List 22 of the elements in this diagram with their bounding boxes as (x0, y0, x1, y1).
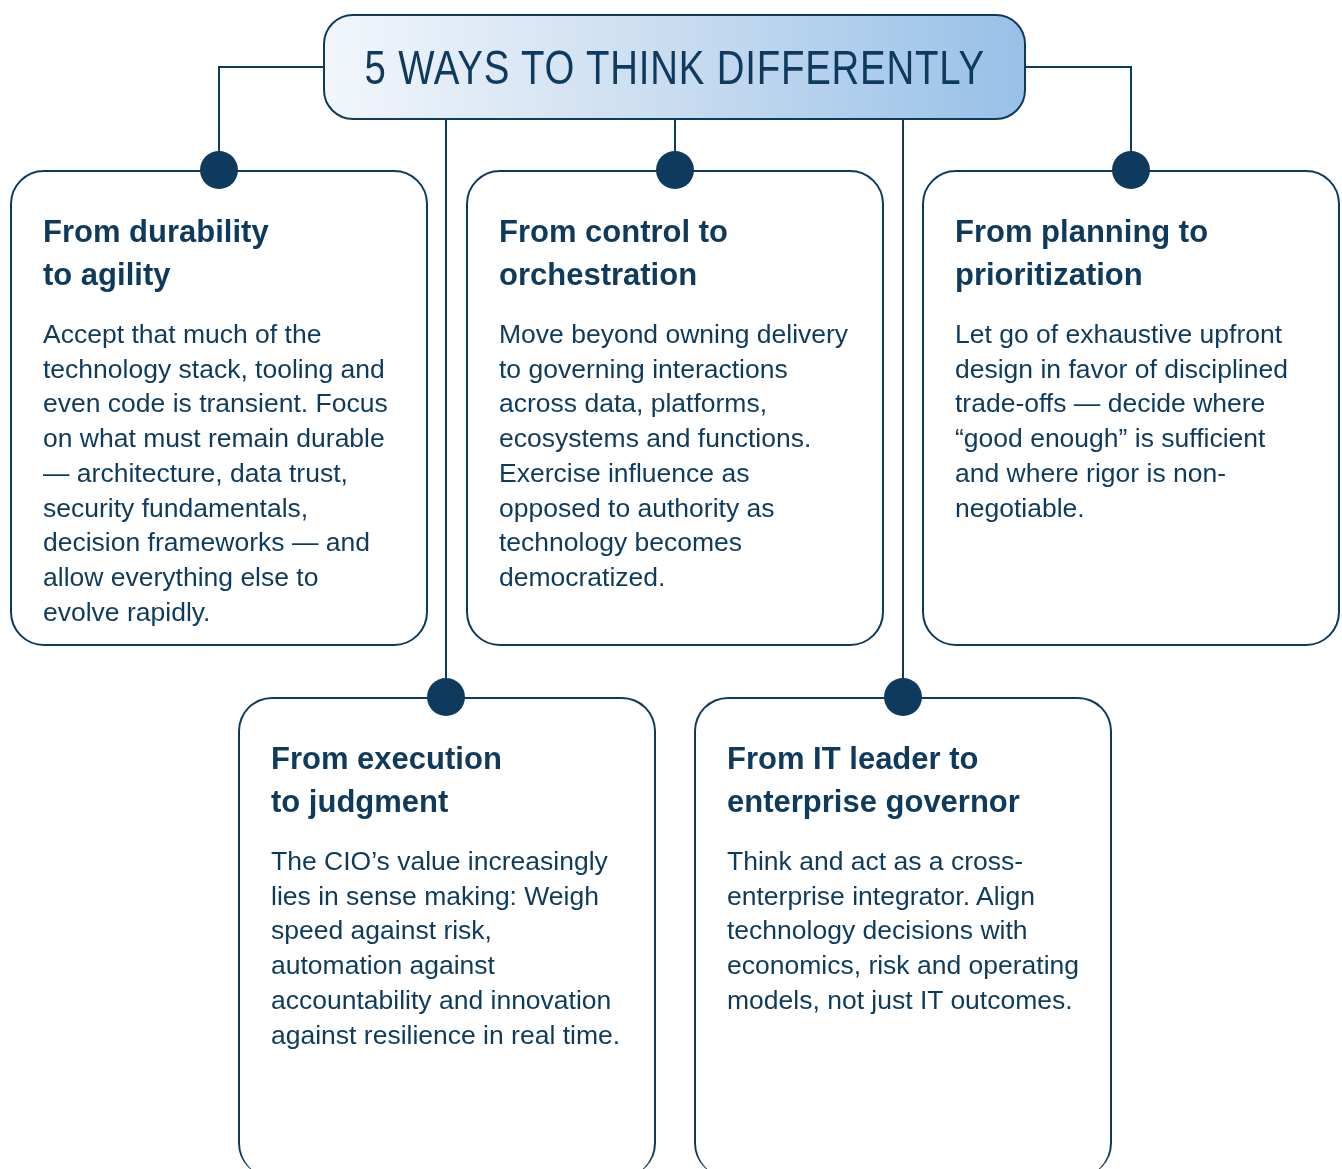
card-description: The CIO’s value increasingly lies in sense making: Weigh speed against risk, automation against accountability and innovation against resilience in real time. (271, 845, 622, 1052)
card (466, 170, 884, 646)
card-description: Move beyond owning delivery to governing interactions across data, platforms, ecosystems and functions. Exercise influence as opposed to authority as technology becomes democratized. (499, 318, 850, 594)
title-banner (323, 14, 1026, 120)
card (694, 697, 1112, 1169)
connector-line (884, 119, 922, 716)
connector-line (200, 66, 324, 189)
card-heading: From durability to agility (43, 213, 270, 294)
card (10, 170, 428, 646)
card-description: Let go of exhaustive upfront design in favor of disciplined trade-offs — decide where “good enough” is sufficient and where rigor is non-negotiable. (955, 318, 1289, 525)
card-description: Accept that much of the technology stack, tooling and even code is transient. Focus on what must remain durable — architecture, data trust, security fundamentals, decision frameworks — and allow everything else to evolve rapidly. (43, 318, 389, 629)
card (922, 170, 1340, 646)
card-heading: From IT leader to enterprise governor (727, 740, 1021, 821)
card-heading: From control to orchestration (499, 213, 730, 294)
card (238, 697, 656, 1169)
connector-line (1025, 66, 1150, 189)
card-heading: From execution to judgment (271, 740, 503, 821)
banner-label: 5 WAYS TO THINK DIFFERENTLY (364, 39, 985, 95)
connector-line (656, 119, 694, 189)
connector-line (427, 119, 465, 716)
card-heading: From planning to prioritization (955, 213, 1210, 294)
card-description: Think and act as a cross-enterprise integrator. Align technology decisions with economics, risk and operating models, not just IT outcomes. (727, 845, 1081, 1017)
